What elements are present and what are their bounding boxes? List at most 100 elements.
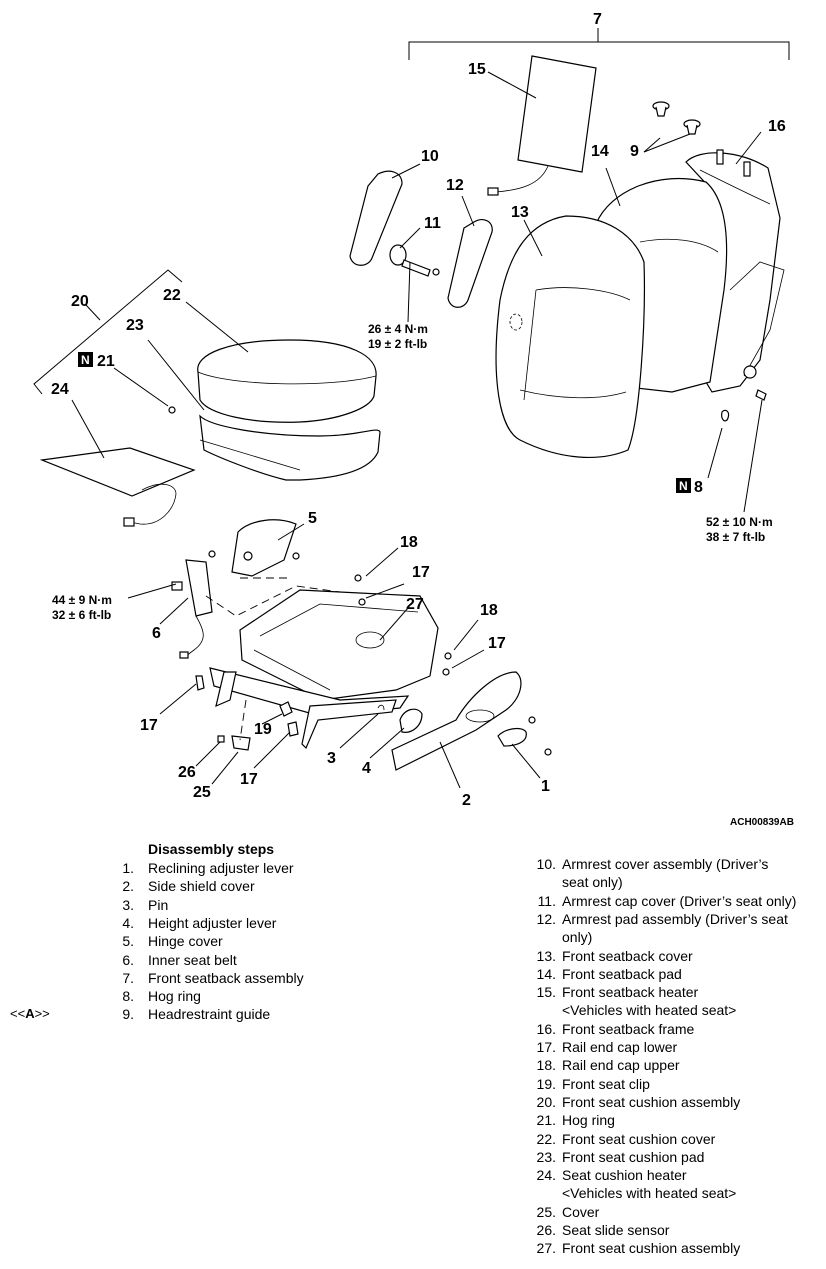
step-number: 6.: [122, 951, 134, 968]
callout-20: 20: [71, 293, 89, 310]
callout-7: 7: [593, 11, 602, 28]
svg-text:N: N: [679, 479, 688, 493]
callout-11: 11: [424, 215, 441, 232]
step-number: 12.: [536, 910, 556, 927]
callout-labels: 7 15 9 16 14 10 12 13 11 20 22 23 21 24 …: [51, 11, 786, 809]
side-shield-part: [391, 671, 522, 771]
step-number: 13.: [536, 947, 556, 964]
step-number: 14.: [536, 965, 556, 982]
callout-2: 2: [462, 792, 471, 809]
step-number: 11.: [537, 892, 556, 909]
seat-cushion-heater-part: [39, 447, 196, 527]
step-number: 8.: [122, 988, 134, 1005]
step-text: Front seat cushion assembly: [562, 1093, 741, 1110]
inner-seat-belt-part: [171, 559, 213, 659]
step-number: 20.: [536, 1093, 556, 1110]
step-number: 22.: [536, 1130, 556, 1147]
armrest-cover-part: [349, 170, 403, 266]
armrest-pad-part: [447, 219, 493, 308]
step-text: Front seatback frame: [562, 1020, 695, 1037]
callout-1: 1: [541, 778, 550, 795]
step-text: Armrest pad assembly (Driver’s seat: [562, 910, 788, 927]
callout-17c: 17: [140, 717, 158, 734]
callout-21: 21: [97, 353, 115, 370]
torque-belt-ftlb: 32 ± 6 ft-lb: [52, 608, 111, 622]
step-text: Reclining adjuster lever: [148, 860, 294, 876]
seatback-cover-part: [495, 215, 645, 458]
step-text: Side shield cover: [148, 878, 255, 895]
step-number: 21.: [536, 1112, 556, 1129]
step-number: 2.: [122, 878, 134, 895]
step-number: 19.: [536, 1075, 556, 1092]
reference-mark-a: <<A>>: [10, 1006, 50, 1021]
step-text: only): [562, 929, 593, 946]
callout-23: 23: [126, 317, 144, 334]
callout-27: 27: [406, 596, 424, 613]
callout-5: 5: [308, 510, 317, 527]
step-number: 15.: [536, 984, 556, 1001]
torque-armrest-nm: 26 ± 4 N·m: [368, 322, 428, 336]
step-number: 17.: [536, 1039, 556, 1055]
step-text: Rail end cap upper: [562, 1057, 680, 1074]
n-badge-8: N: [676, 478, 691, 493]
dash-line-a: [205, 585, 341, 617]
torque-armrest-ftlb: 19 ± 2 ft-lb: [368, 337, 427, 351]
callout-12: 12: [446, 177, 464, 194]
step-number: 23.: [536, 1148, 556, 1165]
step-text: <Vehicles with heated seat>: [562, 1185, 737, 1202]
disassembly-steps-title: Disassembly steps: [148, 841, 275, 857]
step-text: Front seatback heater: [562, 984, 699, 1001]
step-text: Hog ring: [562, 1112, 615, 1129]
n-badge-21: N: [78, 352, 93, 367]
callout-15: 15: [468, 61, 486, 78]
step-number: 10.: [536, 856, 556, 872]
seatback-heater-part: [487, 55, 597, 196]
torque-seatback-nm: 52 ± 10 N·m: [706, 515, 773, 529]
torque-belt-nm: 44 ± 9 N·m: [52, 593, 112, 607]
small-parts-lower-left: [195, 675, 299, 751]
seat-cushion-part: [168, 339, 381, 481]
callout-9: 9: [630, 143, 639, 160]
callout-17d: 17: [240, 771, 258, 788]
callout-3: 3: [327, 750, 336, 767]
callout-6: 6: [152, 625, 161, 642]
seat-frame-part: [209, 574, 452, 750]
height-lever-part: [399, 708, 423, 733]
callout-18b: 18: [480, 602, 498, 619]
pin-part: [377, 704, 385, 711]
step-number: 4.: [122, 914, 134, 931]
bolt-lever-b: [544, 748, 552, 756]
hog-ring-8-part: [721, 409, 730, 422]
hinge-cover-part: [208, 519, 300, 577]
step-number: 16.: [536, 1020, 556, 1037]
seatback-frame-part: [685, 149, 785, 393]
step-text: seat only): [562, 874, 623, 891]
bracket-20: [33, 269, 183, 395]
callout-24: 24: [51, 381, 69, 398]
step-number: 5.: [122, 933, 134, 950]
step-text: Front seat clip: [562, 1075, 650, 1092]
reclining-lever-part: [497, 727, 527, 747]
torque-specs: 26 ± 4 N·m 19 ± 2 ft-lb 52 ± 10 N·m 38 ±…: [52, 322, 773, 622]
step-number: 3.: [122, 896, 134, 913]
step-text: Headrestraint guide: [148, 1006, 271, 1023]
callout-13: 13: [511, 204, 529, 221]
torque-seatback-ftlb: 38 ± 7 ft-lb: [706, 530, 765, 544]
step-number: 26.: [536, 1222, 556, 1238]
step-text: Inner seat belt: [148, 951, 237, 968]
callout-4: 4: [362, 760, 371, 777]
bolt-seatback-part: [755, 389, 767, 401]
step-number: 25.: [536, 1203, 556, 1220]
callout-18a: 18: [400, 534, 418, 551]
step-number: 27.: [536, 1240, 556, 1257]
callout-25: 25: [193, 784, 211, 801]
step-text: Front seatback assembly: [148, 969, 304, 986]
step-text: Cover: [562, 1203, 600, 1220]
step-text: Pin: [148, 896, 169, 913]
step-number: 24.: [536, 1167, 556, 1184]
callout-16: 16: [768, 118, 786, 135]
step-number: 18.: [536, 1057, 556, 1074]
step-text: Seat slide sensor: [562, 1222, 670, 1238]
step-text: Hinge cover: [148, 933, 223, 950]
step-text: Hog ring: [148, 988, 201, 1005]
